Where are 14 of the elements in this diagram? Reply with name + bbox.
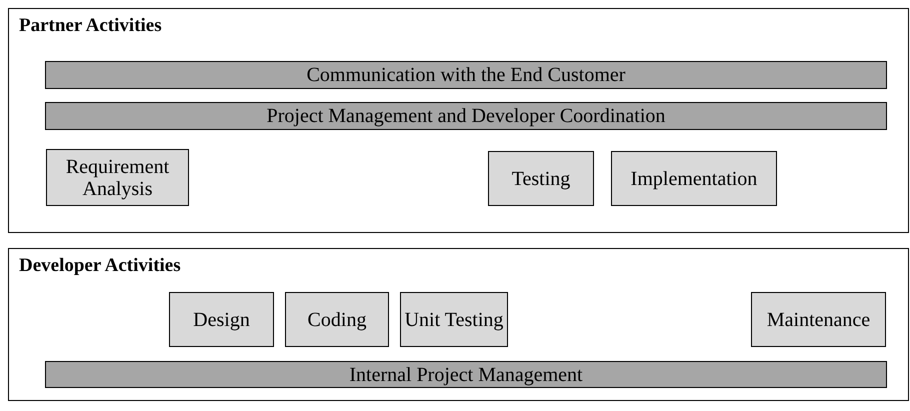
panel-heading: Partner Activities — [19, 15, 162, 37]
activity-panel — [8, 8, 909, 233]
activity-box: Requirement Analysis — [46, 149, 189, 206]
panel-heading: Developer Activities — [19, 255, 181, 277]
activity-box: Maintenance — [751, 292, 886, 347]
activity-panel — [8, 248, 909, 401]
activity-bar: Communication with the End Customer — [45, 61, 887, 89]
activity-box: Coding — [285, 292, 389, 347]
activity-box: Testing — [488, 151, 594, 206]
activity-box: Implementation — [611, 151, 777, 206]
activity-box: Design — [169, 292, 274, 347]
activity-bar: Project Management and Developer Coordination — [45, 102, 887, 130]
activity-box: Unit Testing — [400, 292, 508, 347]
activity-bar: Internal Project Management — [45, 361, 887, 388]
